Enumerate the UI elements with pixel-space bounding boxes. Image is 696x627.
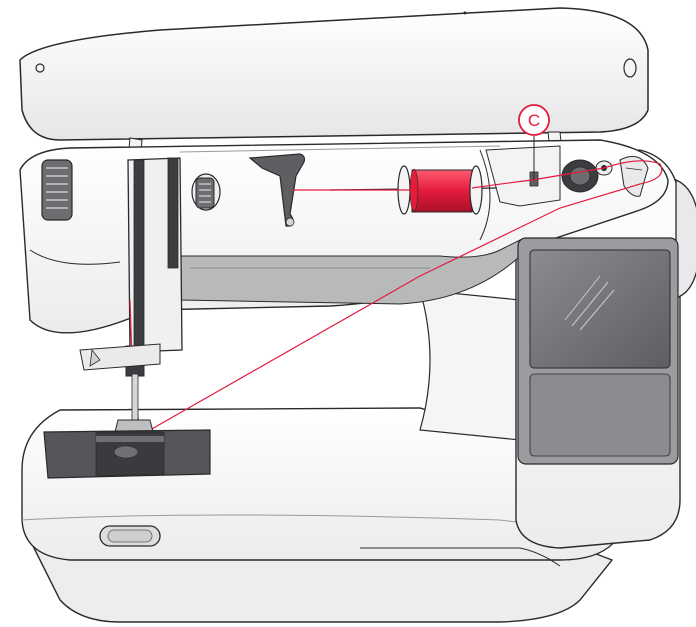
top-lid [19,7,649,141]
thread-spool [329,165,497,215]
callout-c: C [518,104,550,180]
needle-plate [43,429,211,479]
bobbin-winder [485,145,649,207]
left-dial [29,159,121,265]
touch-screen [517,237,679,465]
thread-guide [248,153,306,227]
callout-label: C [528,111,540,130]
tension-knob [191,173,221,211]
front-plate [127,157,183,361]
